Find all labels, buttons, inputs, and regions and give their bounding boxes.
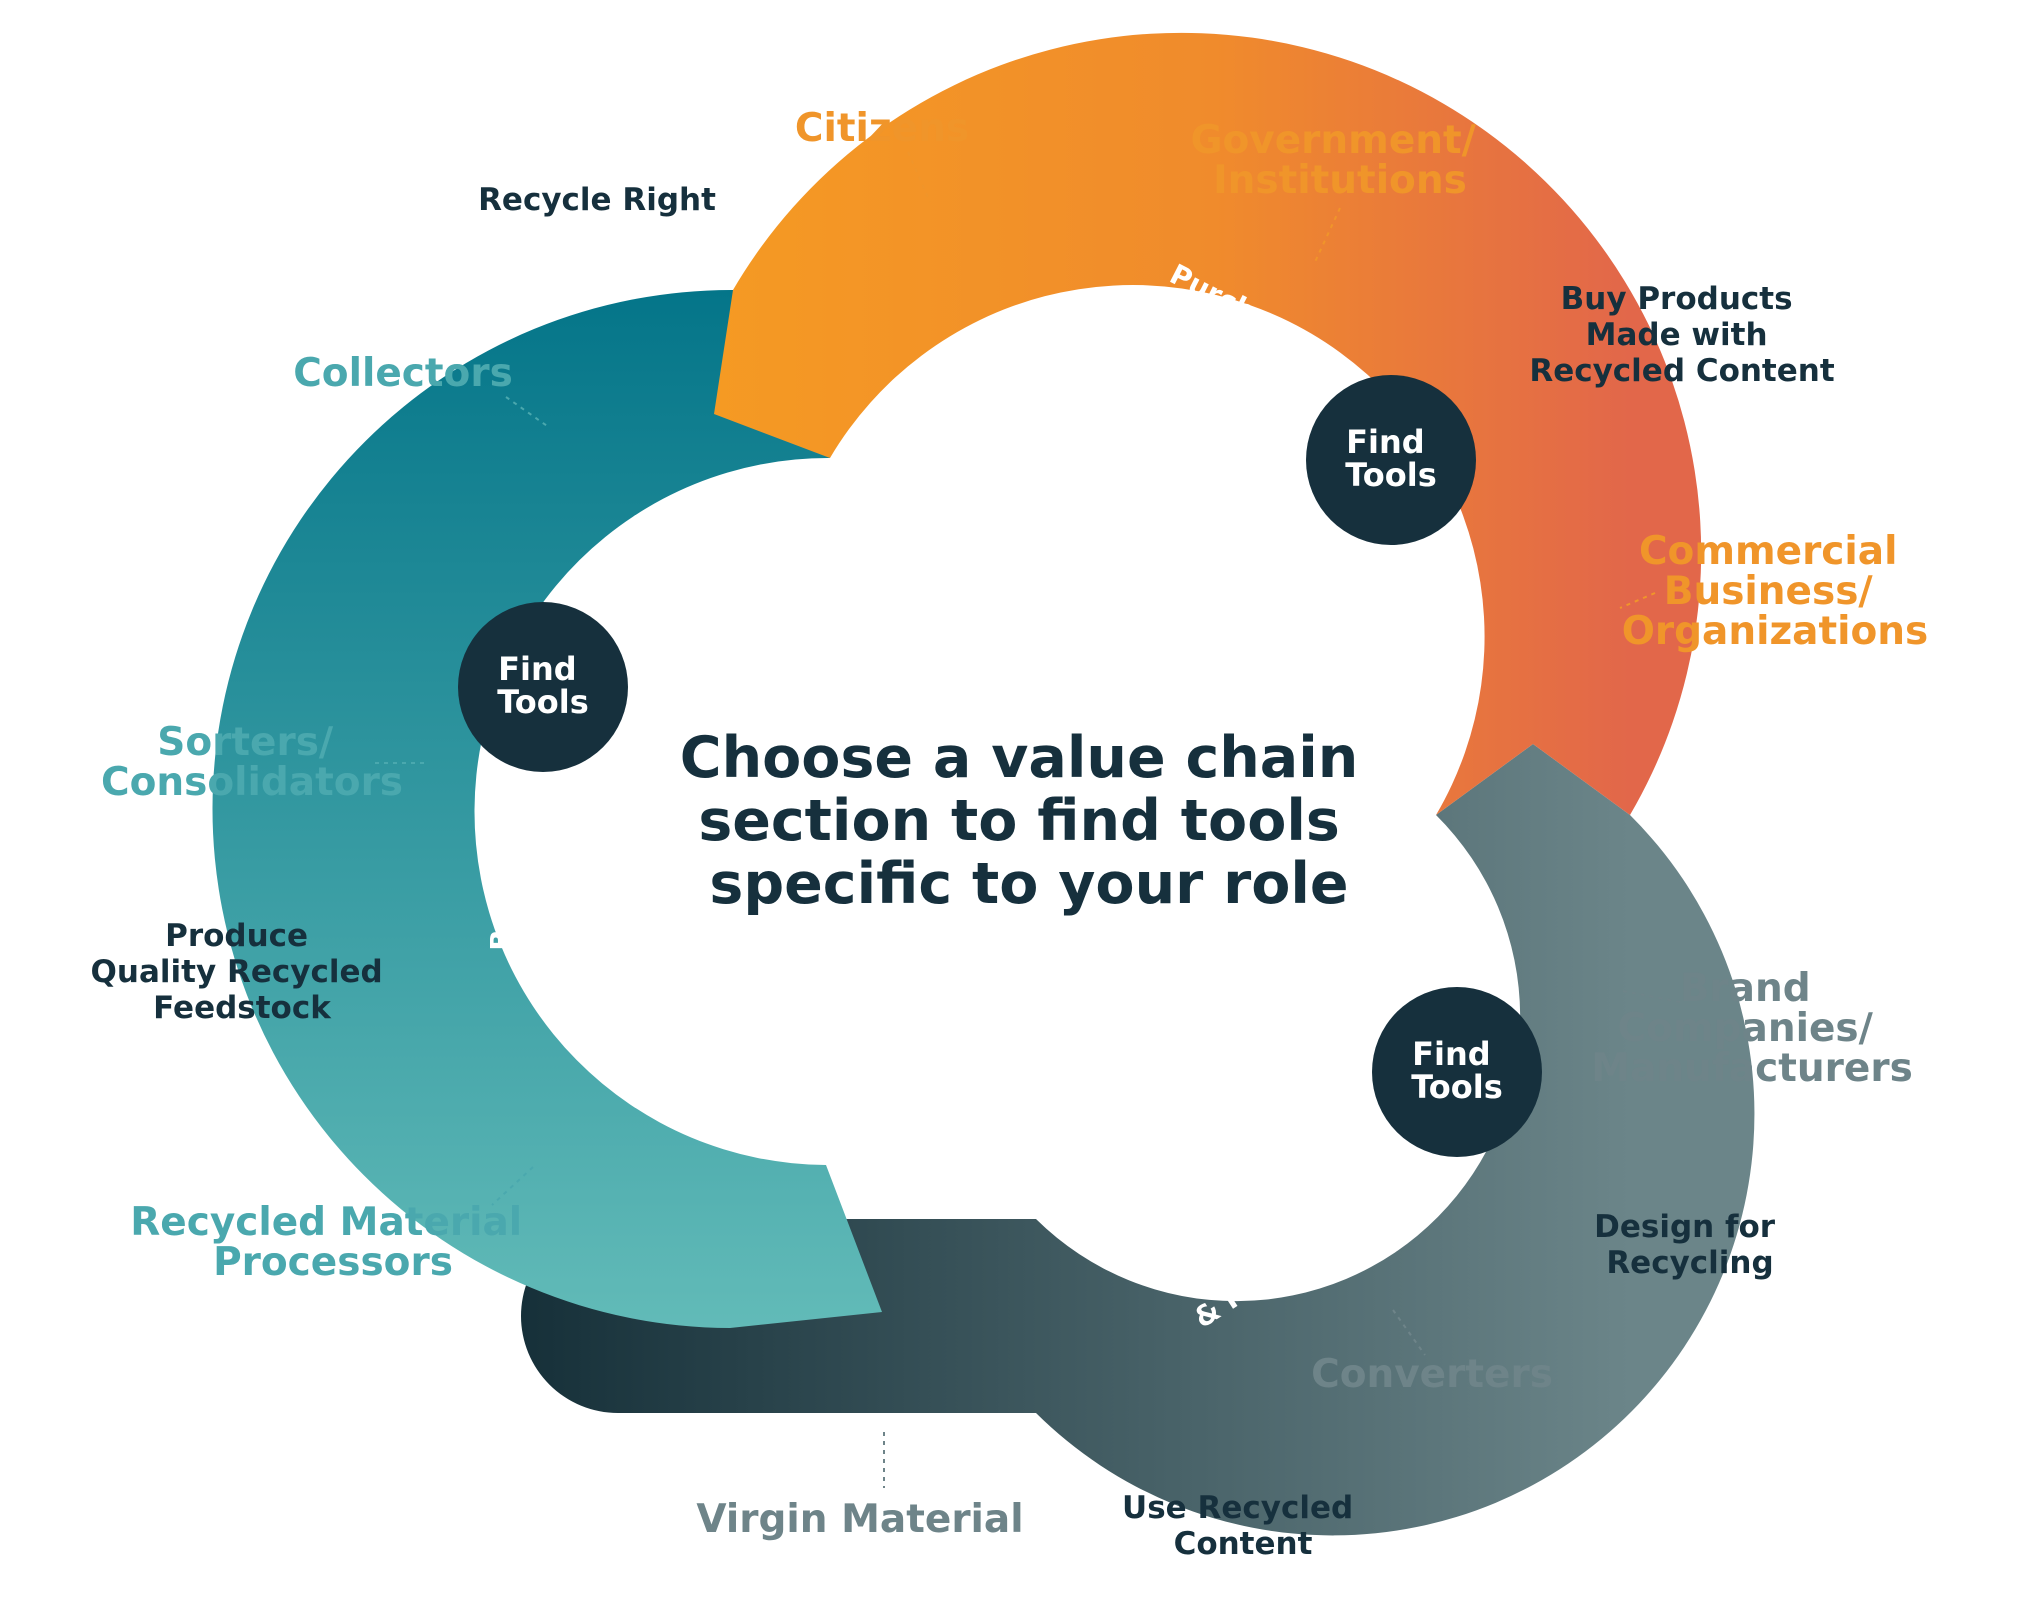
- action-produce-feedstock: Produce Quality Recycled Feedstock: [91, 918, 394, 1026]
- role-brand[interactable]: Brand Companies/ Manufacturers: [1591, 966, 1913, 1091]
- section-purchase[interactable]: Purchase, Use, & Recycling: [714, 32, 1702, 815]
- svg-text:Recycled Material Proces: Recycled Material Processors: [130, 1200, 536, 1285]
- svg-text:Sorters/ Consolidators: Sorters/ Consolidators: [101, 720, 403, 805]
- svg-text:Virgin Material: Virgin Material: [696, 1497, 1023, 1542]
- find-tools-label[interactable]: Find Tools: [1345, 423, 1437, 494]
- role-commercial[interactable]: Commercial Business/ Organizations: [1622, 529, 1929, 654]
- center-prompt: Choose a value chain section to find too…: [680, 725, 1379, 917]
- find-tools-label[interactable]: Find Tools: [1411, 1035, 1503, 1106]
- svg-text:Commercial Business/: Commercial Business/ Organizations: [1622, 529, 1929, 654]
- svg-text:Produce Quality Recycled: Produce Quality Recycled Feedstock: [91, 918, 394, 1026]
- action-recycle-right: Recycle Right: [478, 182, 716, 218]
- action-buy-products: Buy Products Made with Recycled Content: [1529, 281, 1835, 389]
- role-virgin-material[interactable]: Virgin Material: [696, 1497, 1023, 1542]
- svg-text:Collectors: Collectors: [293, 351, 513, 396]
- action-design-for-recycling: Design for Recycling: [1594, 1209, 1786, 1281]
- find-tools-button-production[interactable]: Find Tools: [1372, 987, 1542, 1157]
- svg-text:Government/ Institutions: Government/ Institutions: [1191, 118, 1490, 203]
- leader-lines: [372, 151, 1681, 1488]
- section-recycling[interactable]: Business of Recycling: [212, 289, 882, 1329]
- svg-text:Design for Recycling: Design for Recycling: [1594, 1209, 1786, 1281]
- role-processors[interactable]: Recycled Material Processors: [130, 1200, 536, 1285]
- svg-text:Citizens: Citizens: [795, 106, 969, 151]
- role-government[interactable]: Government/ Institutions: [1191, 118, 1490, 203]
- svg-text:Brand Companies/ M: Brand Companies/ Manufacturers: [1591, 966, 1913, 1091]
- role-sorters[interactable]: Sorters/ Consolidators: [101, 720, 403, 805]
- action-use-recycled-content: Use Recycled Content: [1122, 1490, 1364, 1562]
- recycling-band[interactable]: [212, 289, 882, 1329]
- svg-text:Buy Products Made with: Buy Products Made with Recycled Content: [1529, 281, 1835, 389]
- recycling-title[interactable]: Business of Recycling: [484, 800, 581, 951]
- find-tools-button-purchase[interactable]: Find Tools: [1306, 375, 1476, 545]
- svg-text:Recycle Right: Recycle Right: [478, 182, 716, 218]
- svg-text:Use Recycled Content: Use Recycled Content: [1122, 1490, 1364, 1562]
- purchase-band[interactable]: [714, 32, 1702, 815]
- find-tools-label[interactable]: Find Tools: [497, 650, 589, 721]
- role-converters[interactable]: Converters: [1311, 1352, 1553, 1397]
- svg-text:Converters: Converters: [1311, 1352, 1553, 1397]
- find-tools-button-recycling[interactable]: Find Tools: [458, 602, 628, 772]
- production-band[interactable]: [521, 744, 1755, 1536]
- role-citizens[interactable]: Citizens: [795, 106, 969, 151]
- role-collectors[interactable]: Collectors: [293, 351, 513, 396]
